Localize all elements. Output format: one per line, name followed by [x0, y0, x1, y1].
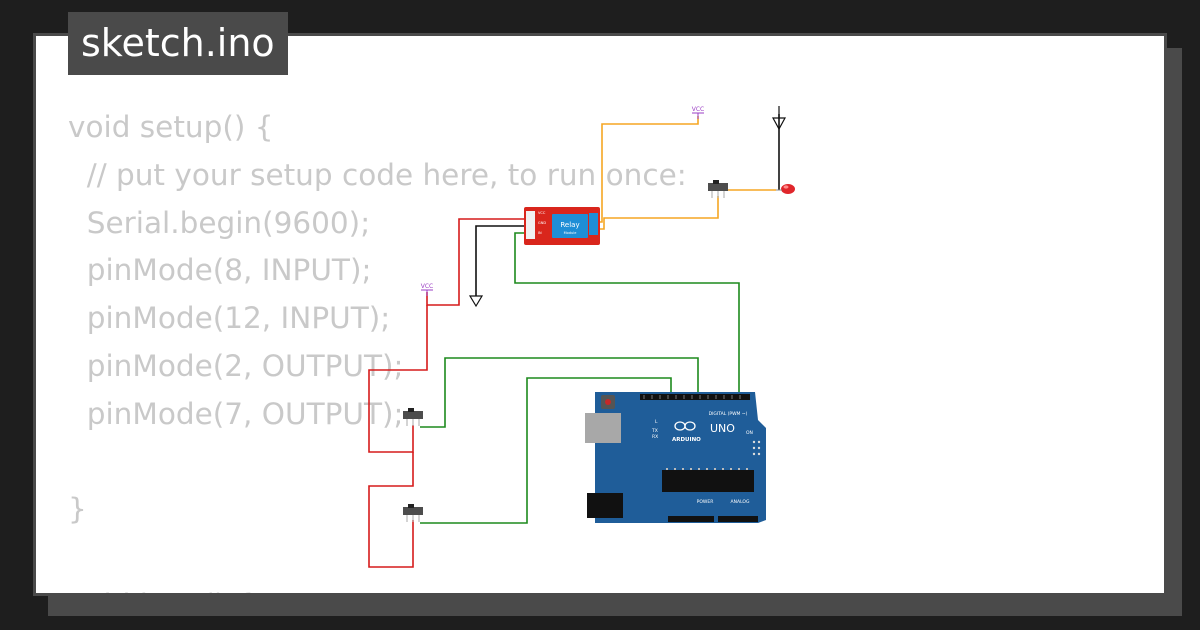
svg-text:POWER: POWER [697, 499, 714, 505]
slide-switch-top [708, 180, 728, 198]
ground-symbol-relay [468, 295, 484, 308]
code-line: } [68, 492, 87, 527]
code-line: pinMode(7, OUTPUT); [68, 396, 404, 431]
vcc-symbol-top: VCC [692, 106, 704, 119]
svg-text:ANALOG: ANALOG [731, 499, 750, 505]
code-editor: void setup() { // put your setup code he… [68, 104, 687, 593]
wire-orange-vcc [598, 116, 699, 223]
svg-text:ARDUINO: ARDUINO [672, 437, 701, 443]
wire-black-relay-gnd [475, 225, 525, 296]
arduino-uno-board: DIGITAL (PWM ~) UNO ARDUINO ON TX RX L P… [585, 392, 766, 523]
project-card: void setup() { // put your setup code he… [33, 33, 1167, 596]
slide-switch-bottom [403, 504, 423, 522]
code-line: // put your setup code here, to run once… [68, 157, 687, 192]
code-line: pinMode(2, OUTPUT); [68, 348, 404, 383]
vcc-symbol-left: VCC [421, 283, 433, 296]
svg-text:Module: Module [564, 231, 577, 235]
slide-switch-middle [403, 408, 423, 426]
relay-module: Relay Module VCC GND IN [524, 207, 600, 245]
wire-green-relay-in [514, 232, 740, 393]
wire-red-switch-1 [368, 305, 428, 453]
wire-orange-switch [598, 196, 719, 230]
arduino-model: UNO [710, 422, 735, 435]
relay-label: Relay [560, 221, 579, 229]
ground-symbol-top [771, 106, 787, 131]
svg-text:VCC: VCC [421, 283, 433, 290]
svg-text:IN: IN [538, 231, 542, 235]
code-line: void setup() { [68, 110, 274, 144]
svg-text:VCC: VCC [538, 211, 546, 215]
svg-text:WOKWI: WOKWI [978, 536, 1130, 577]
red-led [776, 184, 795, 194]
svg-text:ON: ON [746, 430, 753, 436]
code-line: pinMode(8, INPUT); [68, 253, 372, 288]
file-tab[interactable]: sketch.ino [68, 12, 288, 75]
code-line: Serial.begin(9600); [68, 205, 371, 240]
svg-text:RX: RX [652, 434, 658, 440]
wire-green-switch-1 [420, 357, 699, 428]
svg-text:VCC: VCC [692, 106, 704, 113]
svg-text:TX: TX [651, 428, 658, 434]
wokwi-logo[interactable]: WOKWI [976, 528, 1152, 578]
svg-text:DIGITAL (PWM ~): DIGITAL (PWM ~) [709, 411, 748, 417]
code-line: pinMode(12, INPUT); [68, 301, 391, 336]
svg-text:GND: GND [538, 221, 546, 225]
wire-green-switch-2 [420, 377, 672, 524]
svg-text:L: L [655, 419, 658, 425]
wire-red-relay-vcc [426, 218, 525, 306]
code-line: void loop() { [68, 582, 687, 593]
wire-red-switch-2 [368, 452, 414, 568]
